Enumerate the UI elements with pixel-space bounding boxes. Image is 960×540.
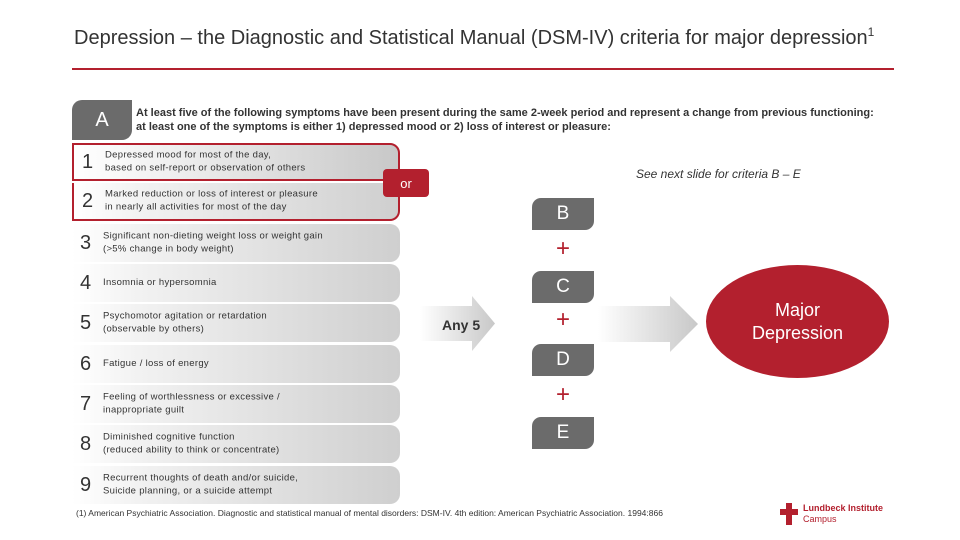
lundbeck-cross-icon	[780, 503, 798, 525]
symptom-row-4: 4 Insomnia or hypersomnia	[72, 264, 400, 302]
criterion-a-text: At least five of the following symptoms …	[136, 107, 874, 133]
symptom-text: Significant non-dieting weight loss or w…	[103, 230, 323, 255]
symptom-text: Marked reduction or loss of interest or …	[105, 188, 318, 213]
symptom-number: 2	[82, 189, 94, 212]
see-next-note: See next slide for criteria B – E	[636, 167, 801, 181]
footnote: (1) American Psychiatric Association. Di…	[76, 508, 663, 518]
or-badge: or	[383, 169, 429, 197]
plus-icon: +	[555, 306, 570, 333]
criterion-e-badge: E	[532, 417, 594, 449]
criterion-b-badge: B	[532, 198, 594, 230]
title-rule	[72, 68, 894, 70]
symptom-number: 1	[82, 150, 94, 173]
plus-icon: +	[555, 381, 570, 408]
symptom-text: Diminished cognitive function(reduced ab…	[103, 431, 280, 456]
symptom-text: Psychomotor agitation or retardation(obs…	[103, 310, 267, 335]
symptom-row-3: 3 Significant non-dieting weight loss or…	[72, 224, 400, 262]
symptom-row-7: 7 Feeling of worthlessness or excessive …	[72, 385, 400, 423]
logo-subtext: Campus	[803, 514, 837, 524]
symptom-text: Feeling of worthlessness or excessive /i…	[103, 391, 280, 416]
criterion-d-badge: D	[532, 344, 594, 376]
outcome-arrow-icon	[598, 296, 698, 352]
symptom-number: 6	[80, 352, 92, 375]
symptom-number: 9	[80, 473, 92, 496]
symptom-number: 8	[80, 432, 92, 455]
symptom-row-8: 8 Diminished cognitive function(reduced …	[72, 425, 400, 463]
symptom-text: Recurrent thoughts of death and/or suici…	[103, 472, 299, 497]
criterion-a-badge: A	[72, 100, 132, 140]
plus-icon: +	[555, 235, 570, 262]
criterion-c-badge: C	[532, 271, 594, 303]
symptom-row-9: 9 Recurrent thoughts of death and/or sui…	[72, 466, 400, 504]
symptom-text: Depressed mood for most of the day,based…	[105, 149, 306, 174]
lundbeck-logo: Lundbeck Institute Campus	[780, 503, 900, 529]
symptom-row-2: 2 Marked reduction or loss of interest o…	[72, 183, 400, 221]
symptom-row-1: 1 Depressed mood for most of the day,bas…	[72, 143, 400, 181]
symptom-number: 4	[80, 271, 92, 294]
logo-text: Lundbeck Institute	[803, 503, 884, 513]
symptom-number: 5	[80, 311, 92, 334]
symptom-number: 7	[80, 392, 92, 415]
page-title: Depression – the Diagnostic and Statisti…	[74, 25, 875, 49]
any5-label: Any 5	[442, 317, 481, 333]
any5-arrow-icon	[420, 296, 495, 351]
symptom-text: Insomnia or hypersomnia	[103, 276, 217, 288]
symptom-row-6: 6 Fatigue / loss of energy	[72, 345, 400, 383]
symptom-row-5: 5 Psychomotor agitation or retardation(o…	[72, 304, 400, 342]
symptom-text: Fatigue / loss of energy	[103, 357, 209, 369]
symptom-number: 3	[80, 231, 92, 254]
